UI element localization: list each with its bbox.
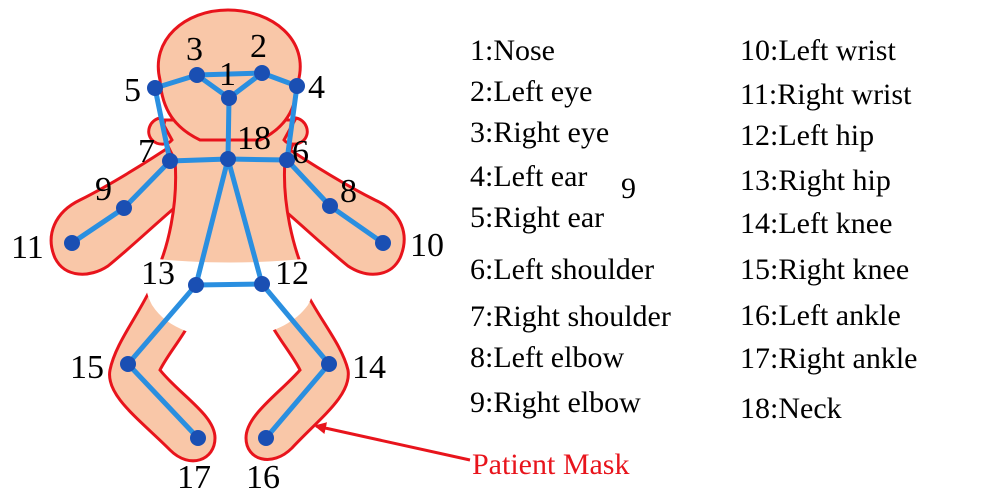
keypoint-number-6: 6 [292, 134, 309, 171]
legend-item: 15:Right knee [740, 253, 909, 286]
legend-item: 16:Left ankle [740, 299, 901, 332]
bone-7-18 [170, 159, 228, 161]
legend-item: 11:Right wrist [740, 78, 912, 111]
keypoint-number-9: 9 [95, 171, 112, 208]
keypoint-number-18: 18 [237, 120, 271, 157]
keypoint-number-11: 11 [11, 229, 44, 266]
keypoint-number-4: 4 [308, 69, 325, 106]
joint-2 [254, 65, 270, 81]
legend-item: 3:Right eye [470, 116, 609, 149]
joint-3 [189, 67, 205, 83]
legend-item: 8:Left elbow [470, 341, 624, 374]
bone-13-12 [196, 284, 262, 285]
keypoint-number-14: 14 [352, 349, 386, 386]
legend-item: 10:Left wrist [740, 34, 896, 67]
bone-1-18 [228, 98, 229, 159]
joint-7 [162, 153, 178, 169]
keypoint-number-10: 10 [410, 227, 444, 264]
joint-15 [120, 356, 136, 372]
joint-12 [254, 276, 270, 292]
joint-11 [64, 235, 80, 251]
legend-item: 13:Right hip [740, 164, 891, 197]
keypoint-number-2: 2 [250, 28, 267, 65]
legend-item: 5:Right ear [470, 201, 604, 234]
annotation-arrow [316, 426, 470, 460]
legend-item: 18:Neck [740, 392, 842, 425]
legend-item: 6:Left shoulder [470, 253, 654, 286]
keypoint-number-5: 5 [124, 72, 141, 109]
keypoint-number-3: 3 [186, 31, 203, 68]
legend-column-2: 10:Left wrist 11:Right wrist 12:Left hip… [740, 34, 917, 425]
legend-item: 7:Right shoulder [470, 300, 671, 333]
bone-18-6 [228, 159, 287, 160]
stray-number: 9 [621, 172, 636, 205]
keypoint-number-8: 8 [340, 173, 357, 210]
joint-13 [188, 277, 204, 293]
keypoint-number-1: 1 [219, 56, 236, 93]
joint-8 [322, 198, 338, 214]
keypoint-number-16: 16 [246, 459, 280, 496]
keypoint-number-13: 13 [141, 255, 175, 292]
legend-item: 1:Nose [470, 34, 555, 67]
joint-10 [375, 235, 391, 251]
joint-5 [147, 80, 163, 96]
keypoint-number-15: 15 [70, 349, 104, 386]
joint-18 [220, 151, 236, 167]
keypoint-number-12: 12 [275, 255, 309, 292]
patient-mask-annotation: Patient Mask [316, 426, 630, 481]
legend-item: 2:Left eye [470, 75, 592, 108]
legend-item: 14:Left knee [740, 207, 892, 240]
legend-item: 9:Right elbow [470, 386, 641, 419]
joint-16 [258, 430, 274, 446]
keypoint-number-7: 7 [138, 133, 155, 170]
legend-item: 4:Left ear [470, 160, 587, 193]
legend-column-1: 1:Nose 2:Left eye 3:Right eye 4:Left ear… [470, 34, 671, 419]
annotation-label: Patient Mask [472, 448, 630, 481]
joint-4 [289, 78, 305, 94]
legend-item: 12:Left hip [740, 119, 874, 152]
joint-9 [116, 200, 132, 216]
joint-17 [190, 430, 206, 446]
keypoint-number-17: 17 [177, 459, 211, 496]
joint-14 [321, 356, 337, 372]
legend-item: 17:Right ankle [740, 342, 917, 375]
